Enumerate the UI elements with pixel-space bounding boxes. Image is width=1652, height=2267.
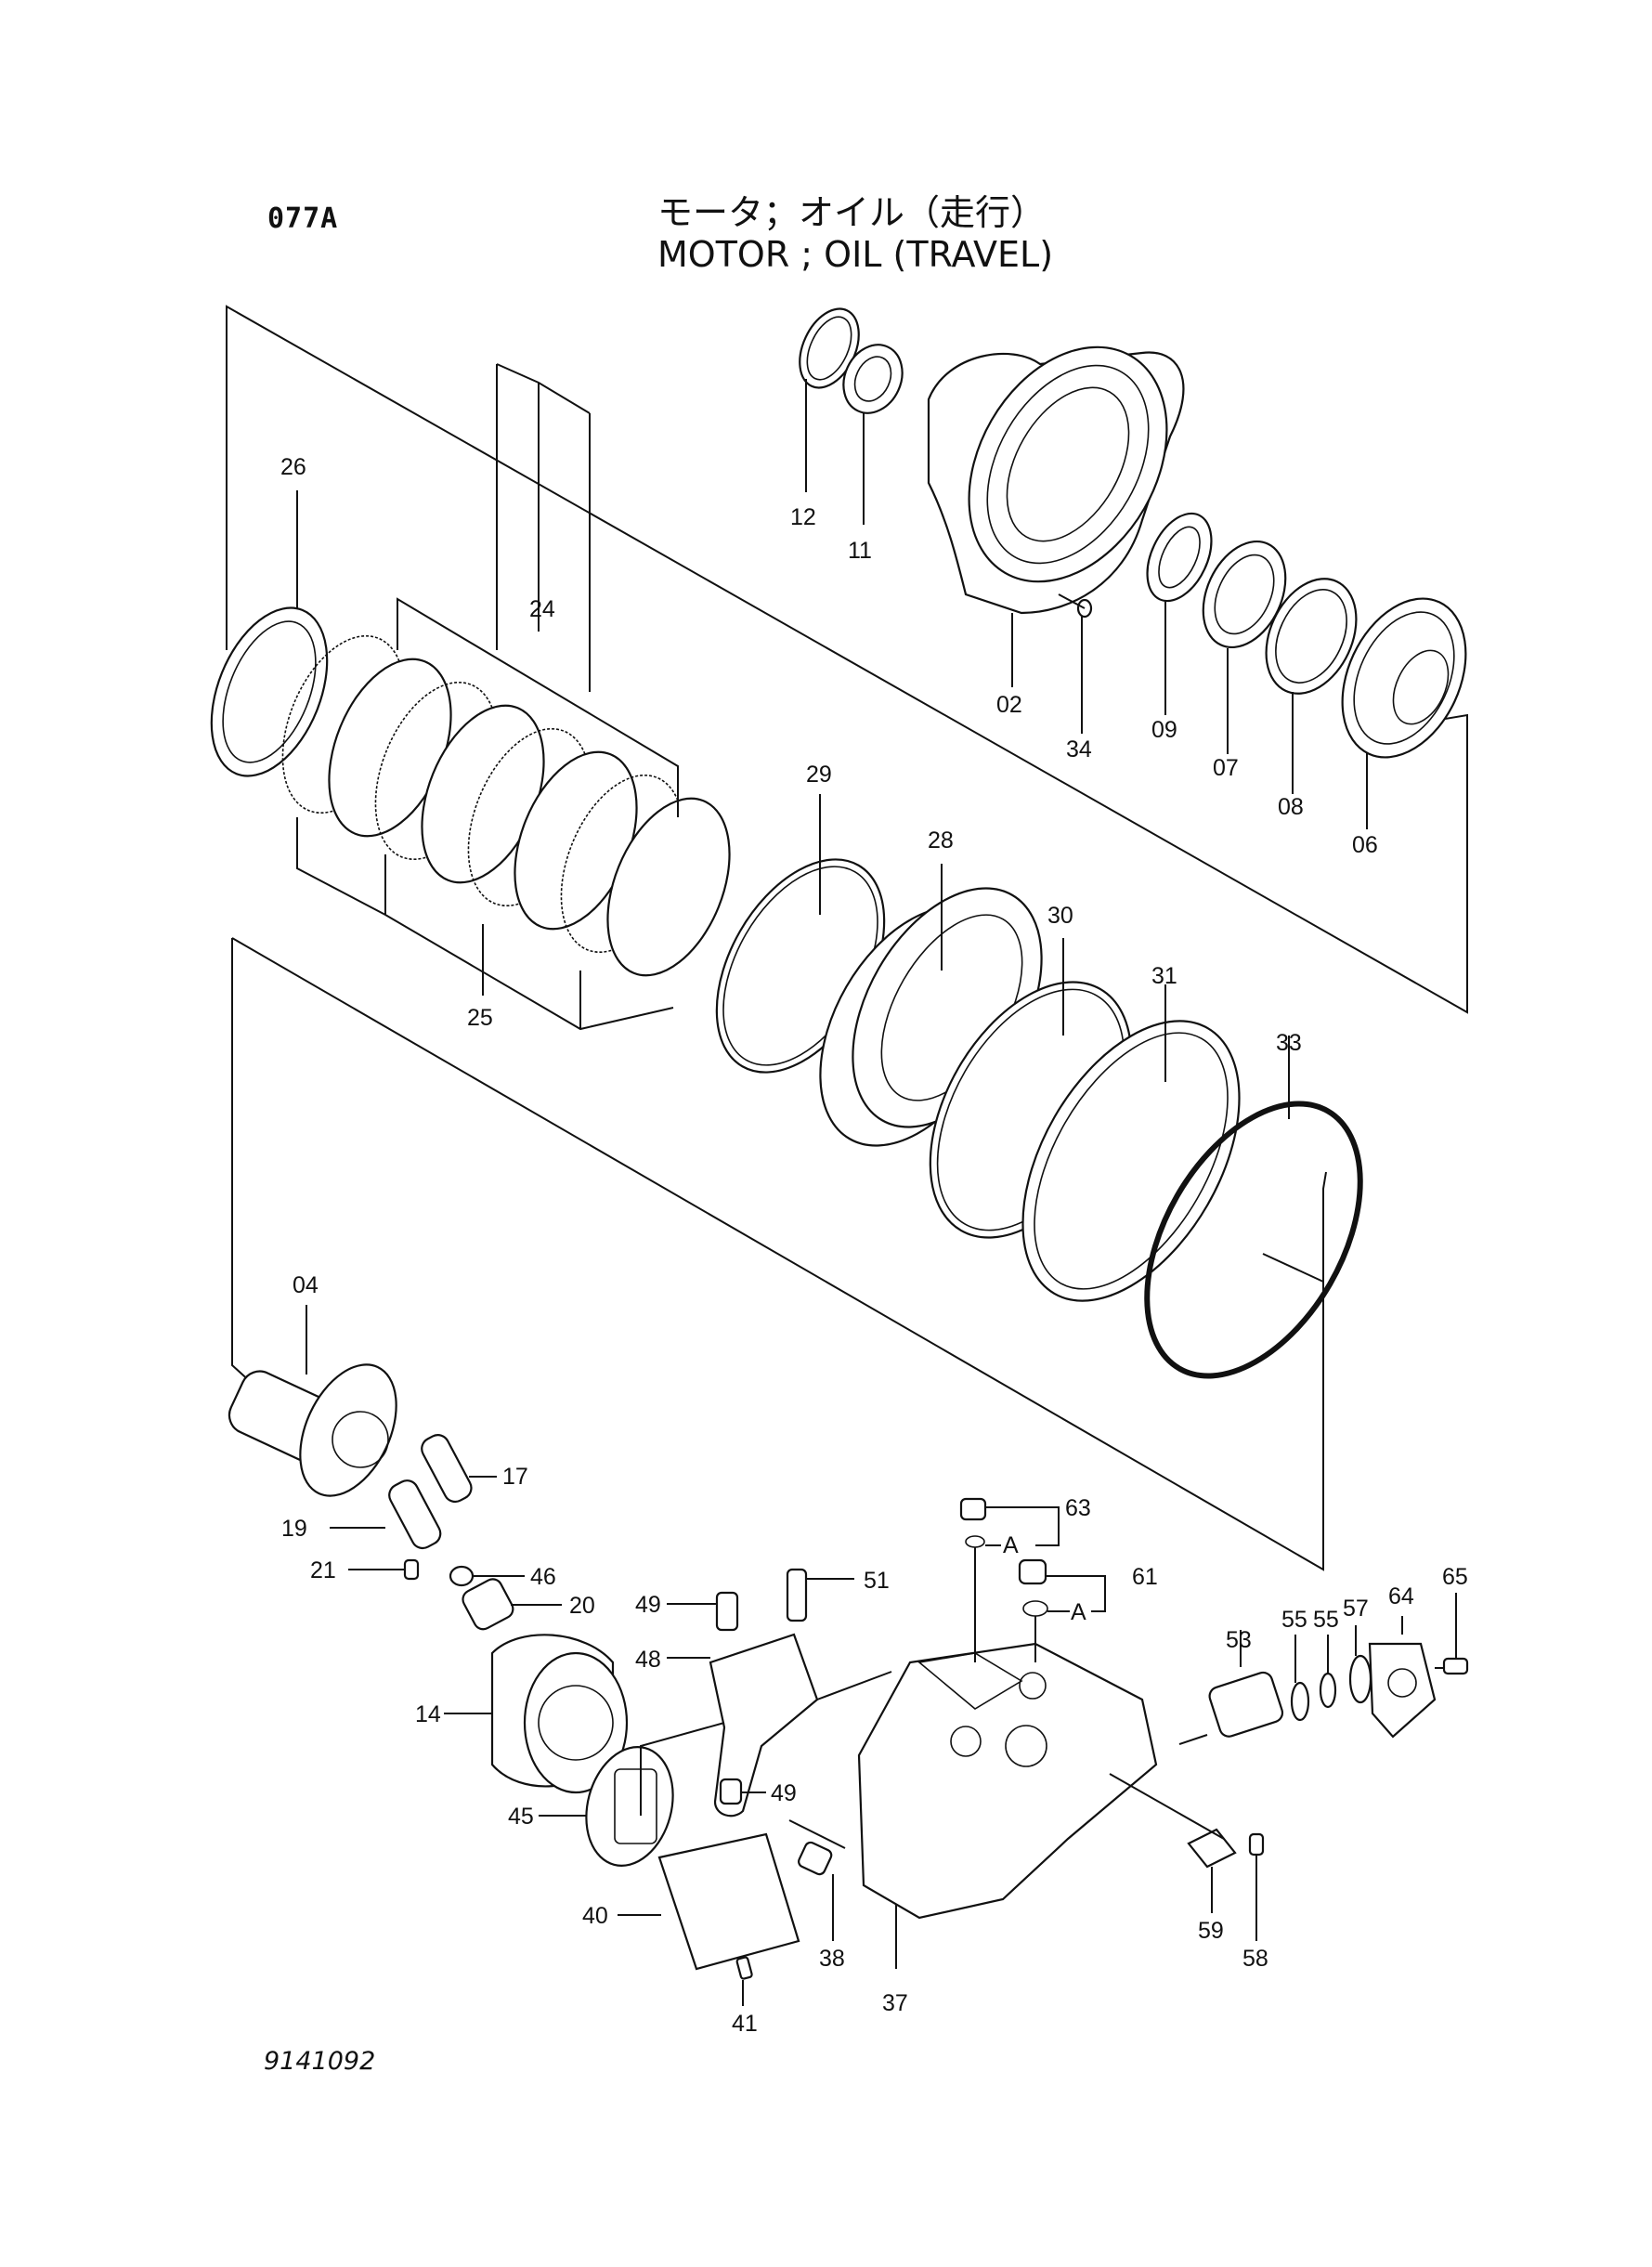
callout-24: 24 xyxy=(529,596,555,622)
callout-38: 38 xyxy=(819,1946,845,1972)
callout-51: 51 xyxy=(864,1568,890,1594)
callout-55b: 55 xyxy=(1313,1607,1339,1633)
callout-37: 37 xyxy=(882,1990,908,2016)
part-valve-53 xyxy=(1178,1630,1284,1745)
part-casing-37 xyxy=(857,1642,1158,1969)
part-bearing-06 xyxy=(1341,597,1467,829)
part-plug-61 xyxy=(1018,1558,1106,1662)
part-ring-57 xyxy=(1348,1625,1372,1704)
callout-34: 34 xyxy=(1066,736,1092,762)
callout-41: 41 xyxy=(732,2011,758,2037)
callout-49-upper: 49 xyxy=(635,1592,661,1618)
callout-02: 02 xyxy=(996,692,1022,718)
callout-A-63: A xyxy=(1003,1532,1019,1558)
callout-48: 48 xyxy=(635,1647,661,1673)
part-cover-64 xyxy=(1368,1616,1437,1739)
callout-21: 21 xyxy=(310,1557,336,1583)
part-bolt-49-lower xyxy=(719,1778,766,1805)
callout-07: 07 xyxy=(1213,755,1239,781)
part-shaft-04 xyxy=(228,1305,397,1497)
callout-26: 26 xyxy=(280,454,306,480)
part-pin-34 xyxy=(1058,593,1093,734)
callout-57: 57 xyxy=(1343,1596,1369,1622)
callout-06: 06 xyxy=(1352,832,1378,858)
callout-30: 30 xyxy=(1047,903,1073,929)
part-piston-19 xyxy=(330,1479,442,1550)
part-circlip-12 xyxy=(799,307,860,492)
part-spring-20 xyxy=(462,1578,562,1631)
part-nut-09 xyxy=(1146,512,1213,715)
disc-stack-24-25 xyxy=(281,363,731,1031)
callout-33: 33 xyxy=(1276,1030,1302,1056)
callout-09: 09 xyxy=(1151,717,1177,743)
callout-49-lower: 49 xyxy=(771,1780,797,1806)
part-plate-59 xyxy=(1109,1773,1237,1913)
part-ring-55b xyxy=(1319,1635,1337,1709)
callout-58: 58 xyxy=(1242,1946,1268,1972)
part-ring-46 xyxy=(449,1565,525,1587)
part-plate-31 xyxy=(1021,984,1241,1302)
part-plate-26 xyxy=(210,490,329,777)
callout-63: 63 xyxy=(1065,1495,1091,1521)
callout-20: 20 xyxy=(569,1593,595,1619)
part-ring-08 xyxy=(1265,578,1358,794)
callout-11: 11 xyxy=(848,538,872,564)
callout-61: 61 xyxy=(1132,1564,1158,1590)
callout-12: 12 xyxy=(790,504,816,530)
callout-53: 53 xyxy=(1226,1627,1252,1653)
callout-A-61: A xyxy=(1071,1599,1086,1625)
callout-14: 14 xyxy=(415,1701,441,1727)
part-swash-plate-48 xyxy=(640,1633,892,1818)
drawing-number: 9141092 xyxy=(264,2047,376,2076)
callout-46: 46 xyxy=(530,1564,556,1590)
callout-19: 19 xyxy=(281,1516,307,1542)
callout-64: 64 xyxy=(1388,1583,1414,1609)
part-bolt-65 xyxy=(1435,1593,1469,1675)
callout-55a: 55 xyxy=(1281,1607,1307,1633)
title-english: MOTOR ; OIL (TRAVEL) xyxy=(657,234,1054,275)
callout-25: 25 xyxy=(467,1005,493,1031)
callout-29: 29 xyxy=(806,762,832,788)
part-bearing-11 xyxy=(842,344,904,525)
part-pin-41 xyxy=(735,1956,753,2006)
part-housing-02 xyxy=(927,345,1185,687)
callout-65: 65 xyxy=(1442,1564,1468,1590)
callout-40: 40 xyxy=(582,1903,608,1929)
callout-45: 45 xyxy=(508,1804,534,1830)
part-ring-55a xyxy=(1290,1635,1310,1722)
part-plug-63 xyxy=(959,1497,1060,1662)
callout-08: 08 xyxy=(1278,794,1304,820)
title-japanese: モータ；オイル（走行） xyxy=(657,192,1047,233)
part-bolt-58 xyxy=(1248,1832,1265,1941)
part-valve-plate-45 xyxy=(539,1746,674,1867)
callout-31: 31 xyxy=(1151,963,1177,989)
part-plug-38 xyxy=(788,1819,846,1941)
part-plate-40 xyxy=(618,1832,800,1971)
callout-labels: 26 24 25 12 11 02 34 09 07 08 06 29 28 3… xyxy=(280,454,1468,2037)
part-bolt-51 xyxy=(786,1568,854,1622)
part-piston-17 xyxy=(421,1434,497,1504)
part-pin-21 xyxy=(348,1558,420,1581)
part-bolt-49-upper xyxy=(667,1591,739,1632)
page-code: 077A xyxy=(267,202,339,235)
part-cylinder-block-14 xyxy=(444,1634,629,1794)
callout-28: 28 xyxy=(928,827,954,853)
callout-04: 04 xyxy=(293,1272,319,1298)
part-o-ring-33 xyxy=(1144,1036,1363,1379)
callout-17: 17 xyxy=(502,1464,528,1490)
callout-59: 59 xyxy=(1198,1918,1224,1944)
